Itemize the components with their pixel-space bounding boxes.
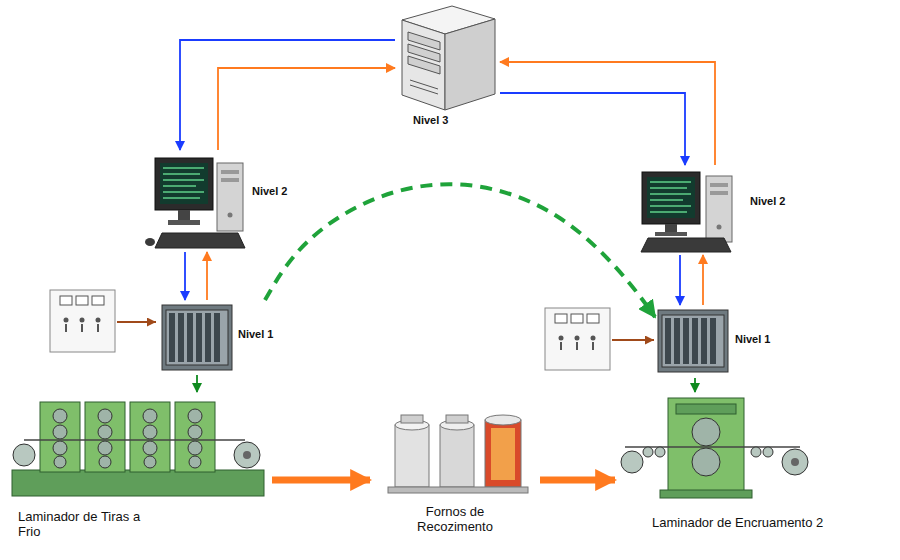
node-label: Laminador de Encruamento 2: [652, 516, 832, 531]
node-label: Nivel 1: [735, 333, 771, 346]
cold-strip-mill: [12, 402, 264, 496]
signal-arrow: [679, 255, 681, 305]
plc-node: Nivel 1: [655, 305, 782, 378]
server-node: Nivel 3: [395, 2, 500, 152]
node-label: Laminador de Tiras a Frio: [18, 510, 158, 540]
workstation-icon: [145, 158, 245, 248]
signal-arrow: [180, 40, 395, 150]
equipment-node: Fornos de Recozimento: [370, 405, 540, 558]
signal-arrow: [500, 93, 685, 165]
temper-mill: [621, 398, 808, 498]
signal-arrow: [500, 62, 715, 165]
equipment-node: Laminador de Encruamento 2: [615, 392, 836, 558]
node-label: Nivel 2: [750, 195, 786, 208]
server-icon: [402, 6, 495, 110]
operator-panel: [545, 308, 654, 370]
node-label: Nivel 3: [413, 114, 449, 127]
annealing-furnaces: [388, 415, 528, 493]
workstation-node: Nivel 2: [150, 150, 300, 252]
plc-rack: [658, 310, 728, 372]
workstation-node: Nivel 2: [637, 165, 795, 255]
signal-arrow: [206, 252, 208, 300]
node-label: Nivel 1: [238, 328, 274, 341]
equipment-node: Laminador de Tiras a Frio: [5, 392, 272, 558]
signal-arrow: [265, 184, 655, 317]
plc-node: Nivel 1: [158, 300, 285, 375]
flow-arrow: [272, 477, 370, 484]
flow-arrow: [540, 477, 615, 484]
node-label: Fornos de Recozimento: [405, 505, 505, 535]
signal-arrow: [196, 375, 198, 392]
workstation-icon: [641, 172, 732, 252]
signal-arrow: [218, 68, 395, 150]
plc-rack: [162, 305, 232, 370]
signal-arrow: [702, 255, 704, 305]
signal-arrow: [694, 378, 696, 392]
signal-arrow: [184, 252, 186, 300]
operator-panel: [50, 290, 156, 352]
node-label: Nivel 2: [252, 185, 288, 198]
